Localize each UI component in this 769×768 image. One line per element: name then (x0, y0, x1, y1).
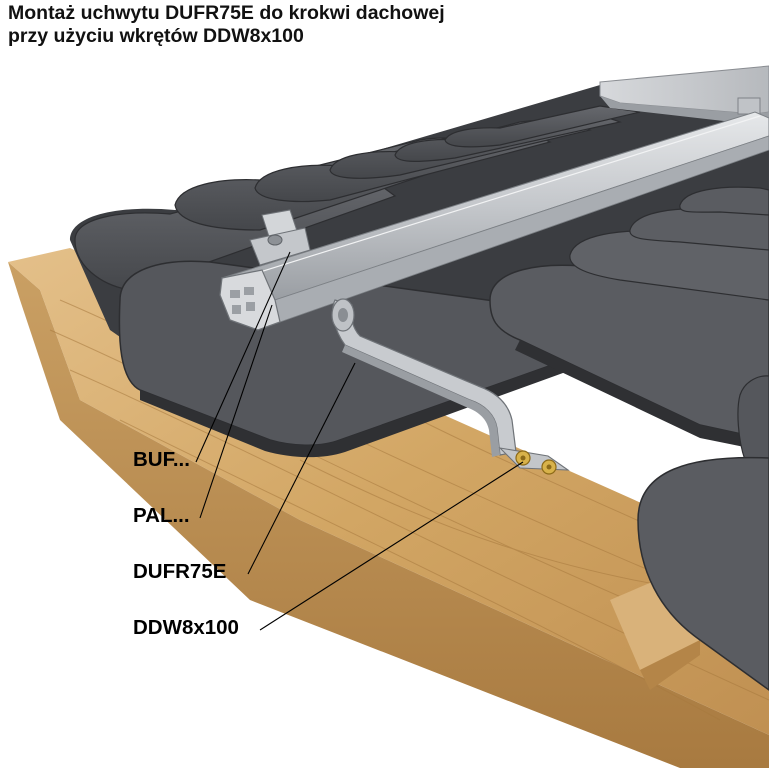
roof-hook (331, 298, 570, 471)
callout-ddw8x100: DDW8x100 (133, 616, 239, 639)
callout-pal: PAL... (133, 504, 190, 527)
screws (515, 450, 557, 475)
title-line-2: przy użyciu wkrętów DDW8x100 (8, 25, 304, 47)
diagram-title: Montaż uchwytu DUFR75E do krokwi dachowe… (8, 2, 748, 48)
lower-right-tile (637, 456, 769, 691)
callout-dufr75e: DUFR75E (133, 560, 227, 583)
mounting-rail (219, 111, 769, 331)
title-line-1: Montaż uchwytu DUFR75E do krokwi dachowe… (8, 2, 445, 24)
leader-buf (195, 251, 291, 463)
callout-buf: BUF... (133, 448, 190, 471)
end-clamp (249, 209, 311, 266)
leader-lines (195, 251, 524, 631)
leader-pal (199, 304, 273, 519)
leader-dufr (247, 362, 356, 575)
leader-ddw (259, 461, 524, 631)
